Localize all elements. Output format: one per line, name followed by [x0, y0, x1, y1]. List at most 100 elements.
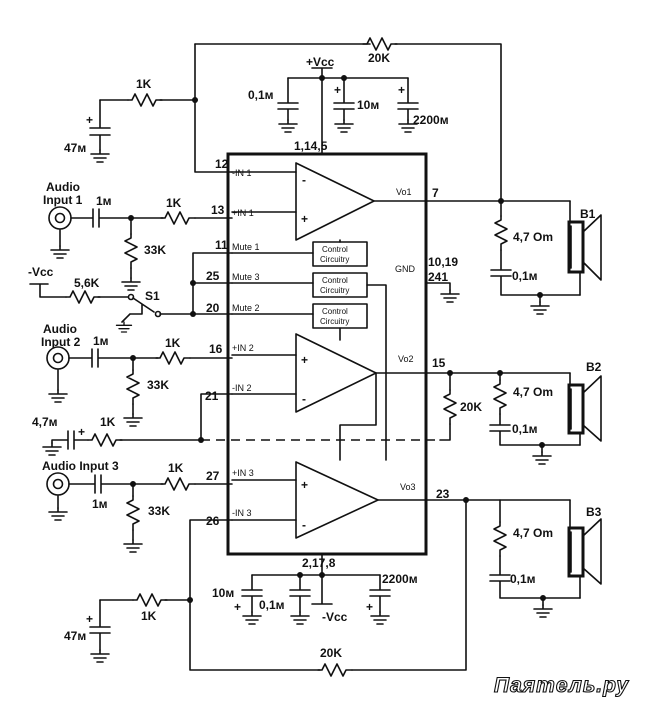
mute1-label: Mute 1 [232, 242, 260, 252]
ground-icon [530, 301, 550, 315]
svg-text:+: + [301, 478, 308, 492]
pin15-label: 15 [432, 356, 446, 370]
r-in2-label: 1K [165, 336, 181, 350]
output-2: 15 20K 4,7 Om 0,1м B2 [425, 356, 602, 465]
c-top-a-label: 0,1м [248, 88, 274, 102]
c-mid-label: 4,7м [32, 415, 58, 429]
c-bot-c-label: 2200м [382, 572, 418, 586]
in2-neg-label: -IN 2 [232, 383, 252, 393]
resistor-icon [124, 233, 138, 269]
svg-text:+: + [78, 425, 85, 439]
vo1-label: Vo1 [396, 187, 412, 197]
mute3-label: Mute 3 [232, 272, 260, 282]
speaker-b1-label: B1 [580, 207, 596, 221]
svg-text:+: + [366, 600, 373, 614]
ground-icon [533, 604, 553, 618]
pin7-label: 7 [432, 186, 439, 200]
ground-icon [90, 149, 110, 163]
opamp-icon [295, 461, 379, 539]
pin20-label: 20 [206, 301, 220, 315]
ctl3-line1: Control [322, 307, 348, 316]
r-sh2-label: 33K [147, 378, 169, 392]
pin27-label: 27 [206, 469, 220, 483]
output-3: 23 4,7 Om 0,1м B3 [425, 487, 602, 618]
vcc-left-label: -Vcc [28, 265, 54, 279]
in1-neg-label: -IN 1 [232, 168, 252, 178]
ctl1-line2: Circuitry [320, 255, 349, 264]
resistor-icon [126, 369, 140, 405]
feedback-network-1: 20K 1K + 47м [64, 37, 502, 201]
c-in3-label: 1м [92, 497, 108, 511]
pin21-label: 21 [205, 389, 219, 403]
resistor-icon [317, 663, 353, 677]
r-fb3-label: 20K [320, 646, 342, 660]
opamp-icon [295, 162, 375, 241]
pin23-label: 23 [436, 487, 450, 501]
vo3-label: Vo3 [400, 482, 416, 492]
c-top-c-label: 2200м [413, 113, 449, 127]
gnd-label: GND [395, 264, 416, 274]
pin25-label: 25 [206, 269, 220, 283]
opamp-icon [295, 333, 377, 413]
ctl2-line1: Control [322, 276, 348, 285]
pin11-label: 11 [215, 238, 228, 252]
ground-icon [290, 611, 310, 625]
zobel-r2-label: 4,7 Om [513, 385, 553, 399]
in2-label-a: Audio [43, 322, 77, 336]
vcc-decoupling-top: +Vcc 0,1м + 10м + 2200м 1,14,5 [248, 55, 449, 155]
speaker-b2-label: B2 [586, 360, 602, 374]
zobel-r3-label: 4,7 Om [513, 526, 553, 540]
ic-package: 2,17,8 - + -IN 1 +IN 1 Vo1 Control Circu… [226, 152, 428, 570]
svg-text:+: + [86, 113, 93, 127]
ground-icon [115, 321, 133, 333]
zobel-c1-label: 0,1м [512, 269, 538, 283]
vo2-label: Vo2 [398, 354, 414, 364]
svg-text:+: + [234, 600, 241, 614]
r-top-left-label: 1K [136, 77, 152, 91]
ground-icon [50, 245, 70, 259]
resistor-icon [160, 477, 196, 491]
ground-icon [532, 451, 552, 465]
ic-pins-top: 1,14,5 [294, 139, 328, 153]
in1-label-a: Audio [46, 180, 80, 194]
channel-1-input: Audio Input 1 1м 1K 33K 12 13 [43, 157, 233, 291]
speaker-icon [567, 372, 602, 446]
vcc-top-label: +Vcc [306, 55, 335, 69]
svg-text:-: - [302, 173, 306, 187]
resistor-icon [126, 495, 140, 531]
c-in2-label: 1м [93, 334, 109, 348]
ground-icon [48, 389, 68, 403]
vcc-bottom-label: -Vcc [322, 610, 348, 624]
ic-pins-bottom: 2,17,8 [302, 556, 336, 570]
c-bot-left-label: 47м [64, 629, 86, 643]
svg-text:+: + [301, 353, 308, 367]
watermark-text: Паяmель.ру [494, 674, 629, 697]
mute-section: 11 25 20 -Vcc 5,6K S1 [28, 238, 233, 333]
jack-icon [46, 346, 70, 370]
resistor-icon [127, 93, 163, 107]
jack-icon [48, 206, 72, 230]
ground-icon [123, 413, 143, 427]
resistor-icon [494, 215, 508, 251]
r-out2-label: 20K [460, 400, 482, 414]
ground-icon [48, 507, 68, 521]
resistor-icon [493, 379, 507, 415]
c-top-b-label: 10м [357, 98, 379, 112]
c-bot-b-label: 0,1м [259, 598, 285, 612]
gnd-pins: 10,19 241 [425, 255, 460, 303]
r-fb1-label: 20K [368, 51, 390, 65]
in3-label: Audio Input 3 [42, 459, 119, 473]
resistor-icon [155, 351, 191, 365]
pin13-label: 13 [211, 203, 225, 217]
output-1: 7 4,7 Om 0,1м B1 [425, 186, 602, 315]
in2-label-b: Input 2 [41, 335, 81, 349]
in3-pos-label: +IN 3 [232, 468, 254, 478]
svg-text:-: - [302, 392, 306, 406]
vcc-decoupling-bottom: 10м + 0,1м -Vcc 2200м + [212, 553, 418, 625]
jack-icon [46, 472, 70, 496]
zobel-r1-label: 4,7 Om [513, 230, 553, 244]
r-mute-label: 5,6K [74, 276, 100, 290]
resistor-icon [493, 521, 507, 557]
in3-neg-label: -IN 3 [232, 508, 252, 518]
resistor-icon [160, 211, 196, 225]
